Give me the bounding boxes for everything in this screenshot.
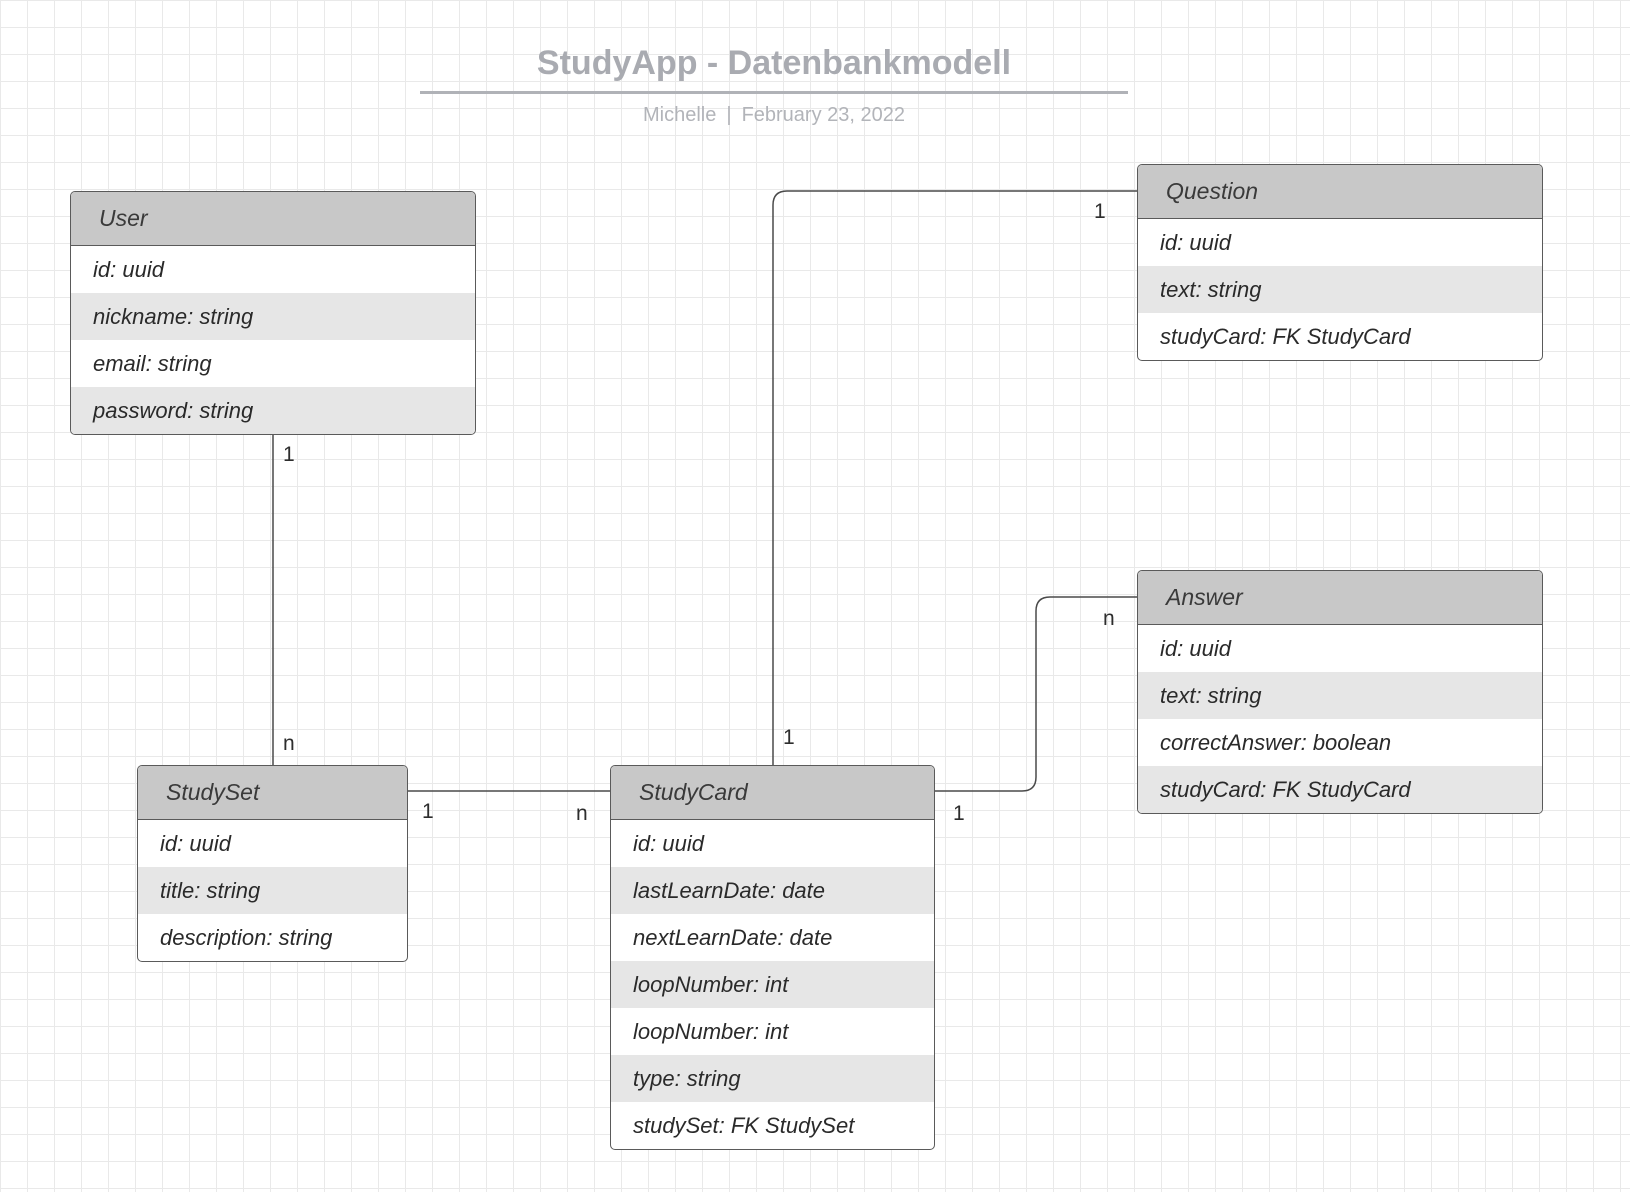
- field-row: studySet: FK StudySet: [633, 1113, 855, 1138]
- line-studycard-answer: [935, 596, 1137, 792]
- field-row: nickname: string: [71, 293, 475, 340]
- card-user-1: 1: [283, 443, 295, 466]
- field-row: title: string: [138, 867, 407, 914]
- field-row: studyCard: FK StudyCard: [1138, 766, 1542, 813]
- entity-answer[interactable]: Answer id: uuid text: string correctAnsw…: [1137, 570, 1543, 814]
- entity-question[interactable]: Question id: uuid text: string studyCard…: [1137, 164, 1543, 361]
- entity-user[interactable]: User id: uuid nickname: string email: st…: [70, 191, 476, 435]
- diagram-title: StudyApp - Datenbankmodell: [536, 44, 1012, 82]
- line-studycard-question: [772, 190, 1137, 765]
- field-row: email: string: [93, 351, 212, 376]
- author-label: Michelle: [643, 104, 717, 126]
- card-studyset-n: n: [283, 732, 295, 755]
- field-row: lastLearnDate: date: [611, 867, 934, 914]
- entity-header: StudySet: [138, 766, 407, 820]
- entity-header: StudyCard: [611, 766, 934, 820]
- subtitle-separator: |: [726, 104, 732, 126]
- field-row: description: string: [160, 925, 333, 950]
- card-studycard-1-question: 1: [783, 726, 795, 749]
- field-row: id: uuid: [1160, 230, 1231, 255]
- field-row: password: string: [71, 387, 475, 434]
- entity-studycard[interactable]: StudyCard id: uuid lastLearnDate: date n…: [610, 765, 935, 1150]
- field-row: correctAnswer: boolean: [1160, 730, 1392, 755]
- card-answer-n: n: [1103, 607, 1115, 630]
- entity-header: User: [71, 192, 475, 246]
- entity-header: Answer: [1138, 571, 1542, 625]
- title-underline: [420, 91, 1128, 94]
- entity-header: Question: [1138, 165, 1542, 219]
- card-studycard-n: n: [576, 802, 588, 825]
- field-row: studyCard: FK StudyCard: [1160, 324, 1411, 349]
- field-row: id: uuid: [160, 831, 231, 856]
- entity-studyset[interactable]: StudySet id: uuid title: string descript…: [137, 765, 408, 962]
- field-row: id: uuid: [1160, 636, 1231, 661]
- field-row: nextLearnDate: date: [633, 925, 833, 950]
- field-row: loopNumber: int: [611, 961, 934, 1008]
- card-question-1: 1: [1094, 200, 1106, 223]
- field-row: loopNumber: int: [633, 1019, 789, 1044]
- diagram-subtitle: Michelle | February 23, 2022: [420, 104, 1128, 127]
- field-row: type: string: [611, 1055, 934, 1102]
- field-row: id: uuid: [633, 831, 704, 856]
- field-row: text: string: [1138, 672, 1542, 719]
- card-studyset-1: 1: [422, 800, 434, 823]
- field-row: id: uuid: [93, 257, 164, 282]
- field-row: text: string: [1138, 266, 1542, 313]
- date-label: February 23, 2022: [741, 104, 905, 126]
- card-studycard-1-answer: 1: [953, 802, 965, 825]
